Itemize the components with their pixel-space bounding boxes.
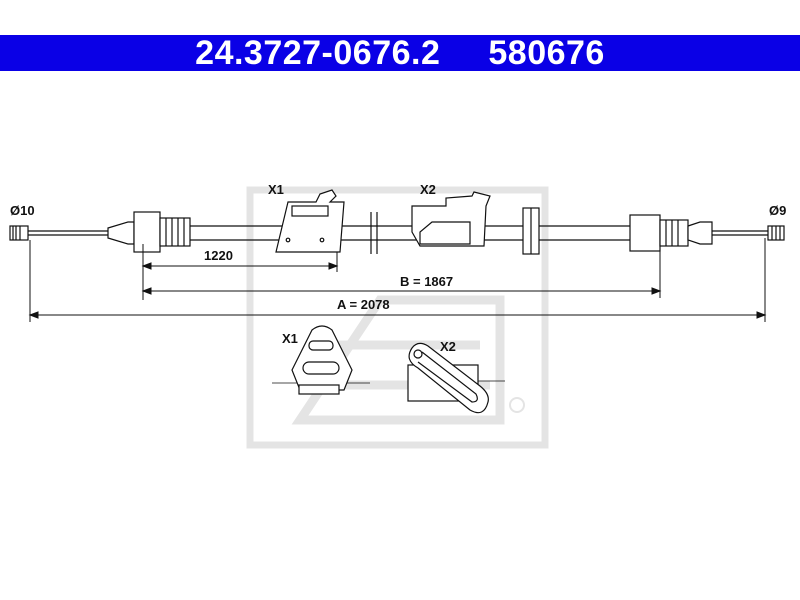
fitting-x2	[411, 191, 491, 247]
dimension-1220-label: 1220	[204, 248, 233, 263]
dimension-lines	[28, 238, 767, 322]
part-number-banner: 24.3727-0676.2 580676	[0, 35, 800, 71]
right-diameter-label: Ø9	[769, 203, 786, 218]
fitting-x1	[275, 189, 345, 253]
dimension-a-label: A = 2078	[337, 297, 390, 312]
detail-x1	[272, 325, 370, 395]
fitting-x1-label: X1	[268, 182, 284, 197]
dimension-b-label: B = 1867	[400, 274, 453, 289]
right-end-ferrule	[767, 225, 785, 241]
right-adjuster-nut	[629, 214, 713, 252]
detail-x1-label: X1	[282, 331, 298, 346]
left-diameter-label: Ø10	[10, 203, 35, 218]
reference-number: 580676	[488, 34, 605, 72]
part-number: 24.3727-0676.2	[195, 34, 441, 72]
detail-x2	[407, 342, 505, 414]
left-end-ferrule	[9, 225, 29, 241]
cable-assembly	[9, 207, 785, 255]
left-adjuster-nut	[107, 211, 191, 253]
fitting-x2-label: X2	[420, 182, 436, 197]
detail-x2-label: X2	[440, 339, 456, 354]
